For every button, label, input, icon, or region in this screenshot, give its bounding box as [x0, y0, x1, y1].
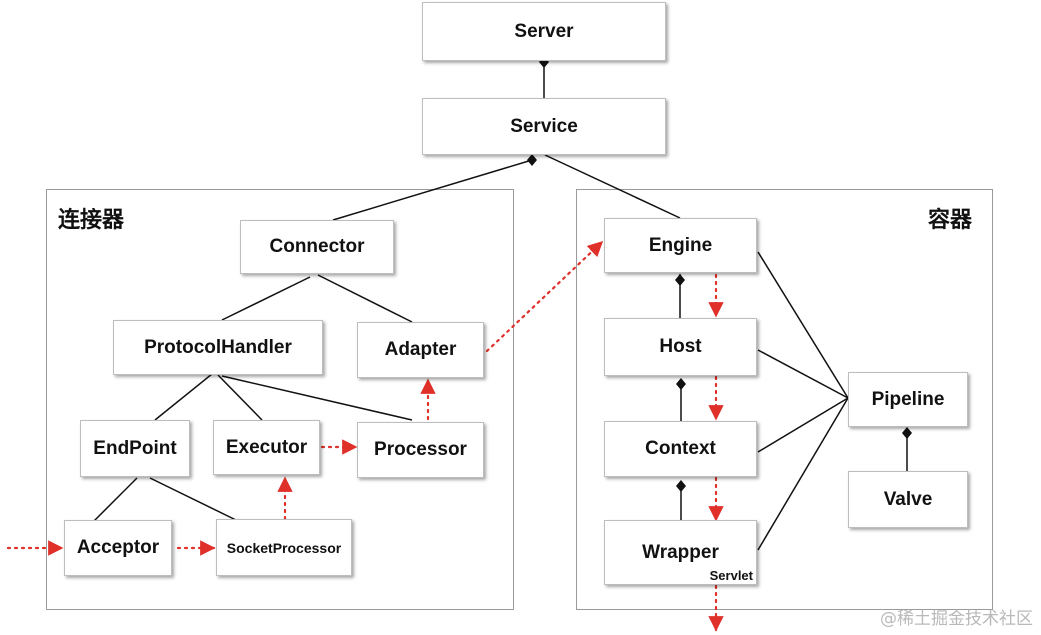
processor-node: Processor — [357, 422, 484, 478]
wrapper-pipeline-link — [757, 397, 849, 551]
endpoint-node: EndPoint — [80, 420, 190, 477]
service-engine-link — [544, 154, 681, 219]
protocol-handler-node: ProtocolHandler — [113, 320, 323, 375]
container-group-label: 容器 — [928, 208, 973, 233]
engine-pipeline-link — [757, 251, 849, 399]
server-node: Server — [422, 2, 666, 61]
connector-adapter-link — [317, 274, 413, 323]
socket-processor-label: SocketProcessor — [226, 539, 342, 556]
host-pipeline-link — [757, 349, 849, 399]
connector-group-label: 连接器 — [58, 208, 125, 233]
watermark: @稀土掘金技术社区 — [880, 609, 1033, 629]
connector-node: Connector — [240, 220, 394, 274]
endpoint-label: EndPoint — [93, 437, 177, 459]
diamond-icon — [527, 56, 912, 492]
context-node: Context — [604, 421, 757, 477]
adapter-node: Adapter — [357, 322, 484, 378]
servlet-label: Servlet — [709, 568, 753, 583]
valve-node: Valve — [848, 471, 968, 528]
adapter-label: Adapter — [384, 339, 457, 360]
pipeline-label: Pipeline — [871, 388, 945, 410]
executor-label: Executor — [225, 436, 308, 458]
processor-label: Processor — [374, 439, 467, 460]
flow-arrows — [6, 240, 724, 632]
service-connector-link — [332, 159, 533, 221]
connector-group — [46, 189, 514, 610]
context-pipeline-link — [757, 397, 849, 453]
host-label: Host — [659, 336, 702, 357]
valve-label: Valve — [883, 488, 933, 510]
endpoint-acceptor-link — [92, 477, 138, 523]
protocolhandler-processor-link — [221, 375, 413, 421]
protocol-handler-label: ProtocolHandler — [144, 336, 292, 358]
context-label: Context — [645, 438, 716, 459]
connector-label: Connector — [269, 236, 365, 257]
service-label: Service — [510, 115, 578, 137]
engine-label: Engine — [648, 234, 713, 256]
engine-node: Engine — [604, 218, 757, 273]
wrapper-node: Wrapper Servlet — [604, 520, 757, 585]
connector-protocolhandler-link — [221, 276, 311, 321]
server-label: Server — [514, 20, 574, 42]
service-node: Service — [422, 98, 666, 155]
wrapper-label: Wrapper — [642, 541, 719, 563]
adapter-engine-arrow — [485, 240, 604, 353]
acceptor-label: Acceptor — [76, 537, 160, 558]
executor-node: Executor — [213, 420, 320, 475]
socket-processor-node: SocketProcessor — [216, 519, 352, 576]
host-node: Host — [604, 318, 757, 376]
protocolhandler-executor-link — [217, 374, 263, 421]
protocolhandler-endpoint-link — [154, 373, 213, 421]
acceptor-node: Acceptor — [64, 520, 172, 576]
container-group — [576, 189, 993, 610]
pipeline-node: Pipeline — [848, 372, 968, 427]
endpoint-socketprocessor-link — [149, 477, 239, 522]
